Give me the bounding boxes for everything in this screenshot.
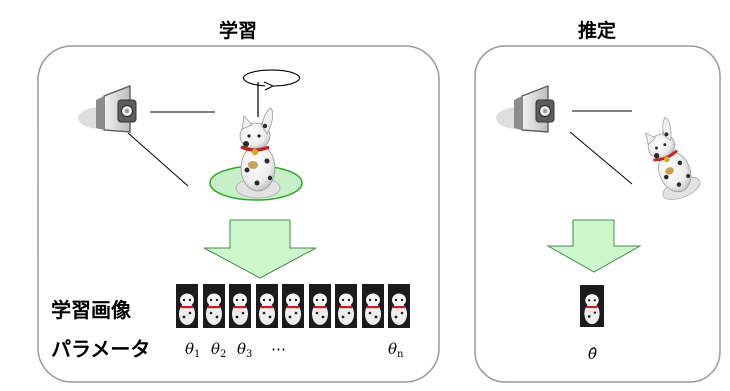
training-image-thumbnail bbox=[176, 284, 198, 328]
learning-panel bbox=[37, 45, 440, 383]
training-image-thumbnail bbox=[388, 284, 410, 328]
theta-2: θ2 bbox=[211, 340, 227, 360]
training-image-thumbnail bbox=[282, 284, 304, 328]
rotation-arrow-icon bbox=[243, 69, 300, 91]
training-image-thumbnail bbox=[202, 284, 225, 328]
training-images-label: 学習画像 bbox=[51, 298, 131, 322]
parameters-label: パラメータ bbox=[51, 337, 151, 361]
est-camera-line-diagonal bbox=[569, 131, 633, 185]
camera-to-turntable-line bbox=[127, 132, 189, 187]
training-image-thumbnail bbox=[335, 284, 357, 328]
theta-1: θ1 bbox=[185, 340, 201, 360]
training-image-thumbnail bbox=[229, 284, 251, 328]
theta-n: θn bbox=[388, 340, 404, 360]
training-image-thumbnail bbox=[308, 284, 331, 328]
estimation-panel bbox=[474, 45, 721, 383]
theta-3: θ3 bbox=[237, 340, 253, 360]
theta-ellipsis: ⋯ bbox=[271, 340, 286, 358]
theta-hat: θ̂ bbox=[588, 345, 598, 363]
learning-title: 学習 bbox=[219, 20, 258, 42]
estimation-down-arrow-icon bbox=[546, 219, 642, 273]
training-image-thumbnail bbox=[255, 284, 278, 328]
estimation-title: 推定 bbox=[578, 20, 617, 42]
learning-down-arrow-icon bbox=[203, 219, 317, 279]
query-image bbox=[580, 285, 604, 327]
training-image-thumbnail bbox=[361, 284, 384, 328]
